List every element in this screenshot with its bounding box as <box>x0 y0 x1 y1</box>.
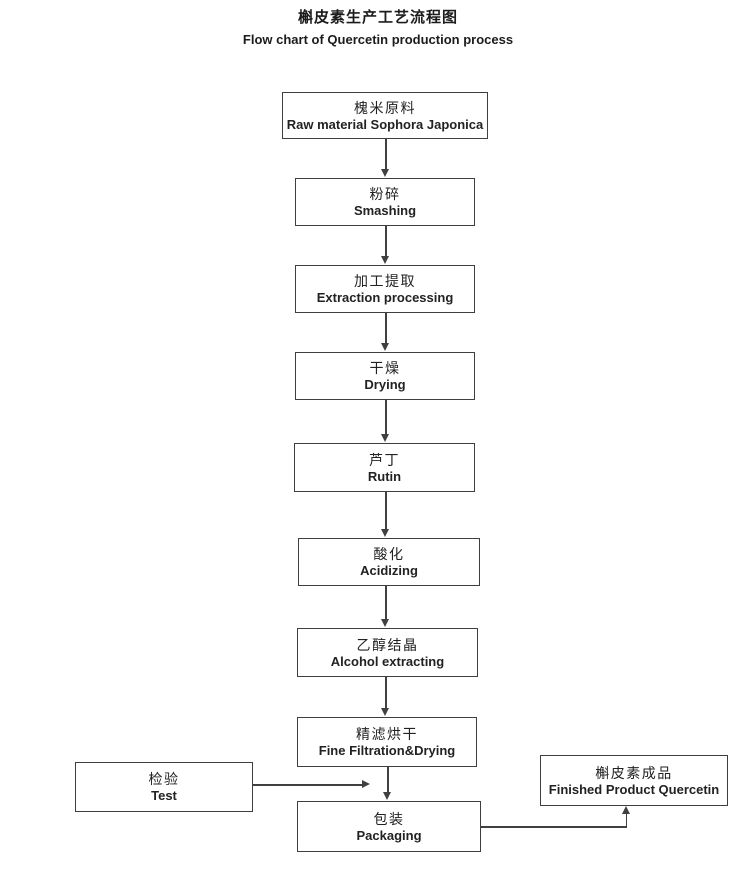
node-extraction-label-zh: 加工提取 <box>354 273 416 289</box>
node-rutin: 芦丁 Rutin <box>294 443 475 492</box>
node-fine-label-zh: 精滤烘干 <box>356 726 418 742</box>
arrow-raw-to-smash-head <box>381 169 389 177</box>
chart-title-block: 槲皮素生产工艺流程图 Flow chart of Quercetin produ… <box>0 6 750 47</box>
arrow-rutin-to-acid-line <box>385 492 387 530</box>
arrow-test-head <box>362 780 370 788</box>
node-acidizing-label-en: Acidizing <box>360 563 418 578</box>
arrow-pack-to-finished-vline <box>625 813 627 827</box>
node-acidizing-label-zh: 酸化 <box>373 546 405 562</box>
arrow-pack-to-finished-hline <box>481 826 627 828</box>
arrow-smash-to-extract-line <box>385 226 387 257</box>
node-finished-label-en: Finished Product Quercetin <box>548 781 720 797</box>
arrow-fine-to-pack-line <box>387 767 389 793</box>
node-raw-material: 槐米原料 Raw material Sophora Japonica <box>282 92 488 139</box>
arrow-alcohol-to-fine-head <box>381 708 389 716</box>
arrow-rutin-to-acid-head <box>381 529 389 537</box>
arrow-dry-to-rutin-line <box>385 400 387 435</box>
node-finished-label-zh: 槲皮素成品 <box>595 764 673 781</box>
node-fine-label-en: Fine Filtration&Drying <box>318 743 456 758</box>
arrow-raw-to-smash-line <box>385 139 387 170</box>
node-packaging: 包装 Packaging <box>297 801 481 852</box>
node-acidizing: 酸化 Acidizing <box>298 538 480 586</box>
node-alcohol-label-zh: 乙醇结晶 <box>356 636 419 653</box>
node-raw-material-label-en: Raw material Sophora Japonica <box>286 116 484 132</box>
arrow-acid-to-alcohol-head <box>381 619 389 627</box>
arrow-acid-to-alcohol-line <box>385 586 387 620</box>
node-fine-filtration-drying: 精滤烘干 Fine Filtration&Drying <box>297 717 477 767</box>
arrow-smash-to-extract-head <box>381 256 389 264</box>
node-finished-product: 槲皮素成品 Finished Product Quercetin <box>540 755 728 806</box>
node-raw-material-label-zh: 槐米原料 <box>354 99 416 116</box>
node-drying-label-en: Drying <box>364 377 406 392</box>
node-alcohol-label-en: Alcohol extracting <box>330 653 445 669</box>
node-extraction-label-en: Extraction processing <box>316 290 454 305</box>
arrow-fine-to-pack-head <box>383 792 391 800</box>
arrow-pack-to-finished-head <box>622 806 630 814</box>
node-test: 检验 Test <box>75 762 253 812</box>
node-smashing-label-en: Smashing <box>353 203 417 218</box>
node-alcohol-extracting: 乙醇结晶 Alcohol extracting <box>297 628 478 677</box>
arrow-test-line <box>253 784 363 786</box>
node-packaging-label-en: Packaging <box>356 827 422 843</box>
node-smashing: 粉碎 Smashing <box>295 178 475 226</box>
page-title: 槲皮素生产工艺流程图 <box>297 9 458 26</box>
arrow-extract-to-dry-head <box>381 343 389 351</box>
node-rutin-label-en: Rutin <box>367 468 402 484</box>
node-drying-label-zh: 干燥 <box>369 360 401 376</box>
node-drying: 干燥 Drying <box>295 352 475 400</box>
node-test-label-zh: 检验 <box>148 771 180 787</box>
node-smashing-label-zh: 粉碎 <box>369 186 401 202</box>
arrow-alcohol-to-fine-line <box>385 677 387 709</box>
arrow-extract-to-dry-line <box>385 313 387 344</box>
arrow-dry-to-rutin-head <box>381 434 389 442</box>
node-packaging-label-zh: 包装 <box>373 810 405 827</box>
node-test-label-en: Test <box>151 788 177 803</box>
node-extraction-processing: 加工提取 Extraction processing <box>295 265 475 313</box>
node-rutin-label-zh: 芦丁 <box>369 451 400 468</box>
page-subtitle: Flow chart of Quercetin production proce… <box>242 32 514 47</box>
